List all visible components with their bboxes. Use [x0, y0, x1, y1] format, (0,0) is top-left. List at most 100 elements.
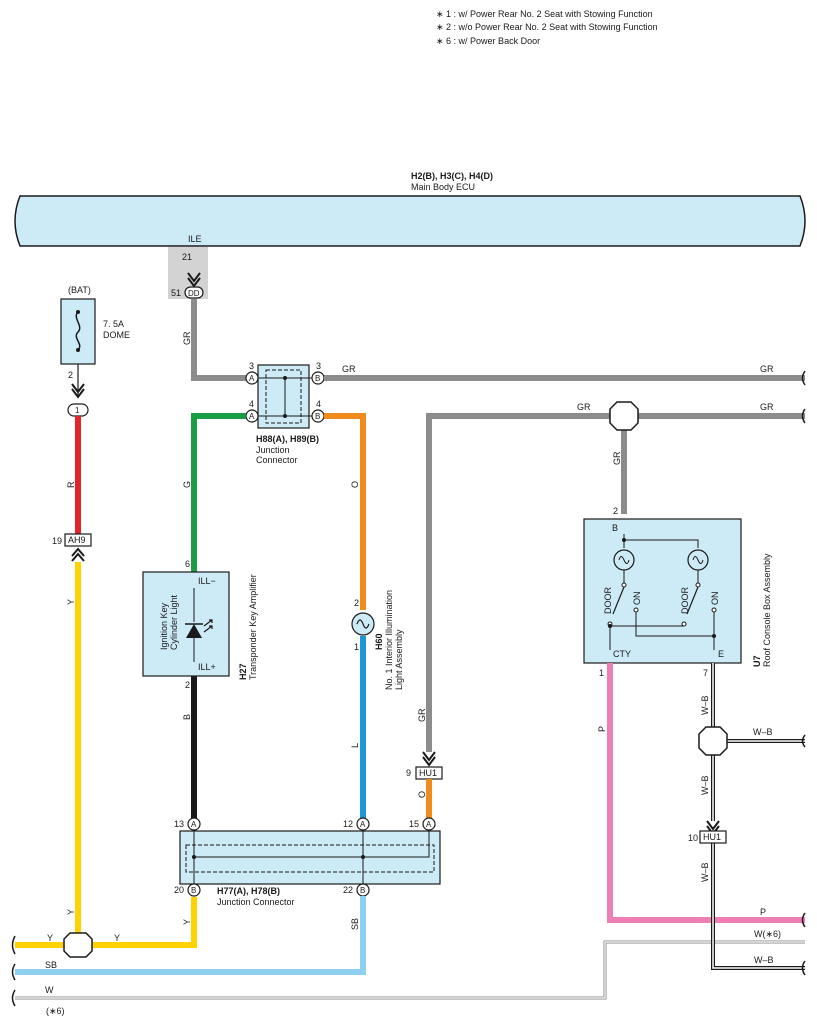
h77-letter-b22: B [360, 886, 365, 895]
h77-letter-a15: A [426, 820, 432, 829]
u7-term-b: B [612, 523, 618, 533]
note-6: ∗ 6 : w/ Power Back Door [436, 36, 540, 46]
note-1: ∗ 1 : w/ Power Rear No. 2 Seat with Stow… [436, 9, 653, 19]
h77-pin-a12 [356, 817, 370, 831]
wire-sb-path [15, 896, 366, 975]
h88-pin-num-b4: 4 [316, 399, 321, 409]
hu1-left-arrow-icon [422, 751, 436, 767]
wire-b-label: B [182, 714, 192, 720]
h88-label-line2: Junction [256, 445, 290, 455]
wire-y-label-left: Y [47, 933, 53, 943]
wire-y: Y Y Y Y Y [15, 562, 197, 958]
ecu-body [14, 195, 806, 247]
h88-inner [265, 369, 302, 424]
h88-junction-connector: A B A B 3 3 4 4 H88(A), H89(B) Junction … [245, 361, 325, 465]
ah9-arrow-icon [71, 547, 85, 562]
wire-r-label: R [66, 481, 76, 488]
wire-o-path [324, 413, 366, 610]
wire-w6-label: W(∗6) [754, 929, 781, 939]
fuse-dome: (BAT) 7. 5A DOME 2 1 [60, 285, 130, 417]
u7-switch-right [686, 586, 699, 615]
wire-p-label-vertical: P [597, 726, 607, 732]
led-icon [186, 624, 202, 638]
wire-o-label: O [350, 481, 360, 488]
ecu-conn-pin-51: 51 [171, 288, 181, 298]
u7-pin-cty: 1 [599, 668, 604, 678]
wire-p: P P [597, 663, 806, 928]
ah9-pin: 19 [52, 536, 62, 546]
h88-letter-b3: B [315, 374, 320, 383]
h77-label-line2: Junction Connector [217, 897, 295, 907]
wire-p-label-right: P [760, 907, 766, 917]
wire-gr-hu1-path [426, 413, 610, 752]
h88-pin-num-a4: 4 [249, 399, 254, 409]
splice-gr [609, 401, 639, 431]
wire-sb-label-vertical: SB [350, 918, 360, 930]
hu1-right-connector: 10 HU1 [688, 820, 727, 844]
h77-pin-a15 [422, 817, 436, 831]
wire-o-hu1-label: O [417, 791, 427, 798]
wire-gr-hu1: GR GR GR GR [417, 401, 806, 752]
u7-roof-console-box: 2 B DOOR ON DOOR ON CTY E 1 7 U7 Roo [583, 506, 772, 678]
h27-code: H27 [238, 663, 248, 680]
wire-b: B [182, 676, 197, 818]
fuse-rating: 7. 5A [103, 319, 124, 329]
h77-pin-a13 [187, 817, 201, 831]
wire-g: G [182, 413, 246, 572]
hu1-right-pin: 10 [688, 833, 698, 843]
h88-pin-num-a3: 3 [249, 361, 254, 371]
wire-sb: SB SB [15, 896, 366, 975]
h27-pin-top: 6 [185, 559, 190, 569]
wire-gr-b3-label-right: GR [760, 364, 774, 374]
wire-g-path [191, 413, 246, 572]
u7-term-e: E [718, 649, 724, 659]
fuse-element-icon [75, 311, 81, 351]
wire-gr-b3: GR GR [324, 364, 806, 386]
h60-code: H60 [374, 633, 384, 650]
fuse-out-pin: 1 [75, 406, 80, 415]
wire-wb-label-lower: W–B [700, 862, 710, 882]
wire-y-label-mid: Y [114, 933, 120, 943]
wire-wb-label-upper: W–B [700, 695, 710, 715]
wire-wb: W–B W–B W–B W–B W–B [698, 663, 806, 976]
u7-switch-left [612, 586, 625, 615]
wire-gr-ecu: GR [182, 299, 246, 381]
h88-label: H88(A), H89(B) [256, 434, 319, 444]
h60-interior-illumination-light: 2 1 H60 No. 1 Interior Illumination Ligh… [351, 590, 404, 690]
h27-transponder-key-amplifier: 6 ILL− ILL+ Ignition Key Cylinder Light … [142, 559, 258, 690]
h27-term-bottom: ILL+ [198, 662, 216, 672]
notes: ∗ 1 : w/ Power Rear No. 2 Seat with Stow… [436, 9, 658, 46]
wire-y-to-h77 [92, 897, 197, 948]
h77-pin-num-15: 15 [409, 819, 419, 829]
ecu-name-label: Main Body ECU [411, 182, 475, 192]
u7-pin-top: 2 [613, 506, 618, 516]
wire-p-path [607, 663, 805, 923]
h77-letter-b20: B [191, 886, 196, 895]
h77-pin-num-20: 20 [174, 885, 184, 895]
wire-wb-label-branch: W–B [753, 727, 773, 737]
u7-switch-left-door: DOOR [603, 586, 613, 614]
h27-inner-line1: Ignition Key [159, 602, 169, 650]
led-light-rays-icon [203, 619, 213, 633]
h77-pin-num-12: 12 [343, 819, 353, 829]
ecu-connector-arrow-icon [187, 272, 201, 288]
left-edge-breaks [11, 935, 16, 1007]
u7-switch-right-on: ON [710, 592, 720, 606]
wire-l-label: L [350, 743, 360, 748]
wire-w-label-left: W [45, 985, 54, 995]
wire-g-label: G [182, 481, 192, 488]
wire-wb-main [711, 663, 806, 976]
h60-pin-top: 2 [354, 598, 359, 608]
wire-gr-splice-label-right: GR [760, 402, 774, 412]
hu1-left-name: HU1 [419, 768, 437, 778]
ecu-connectors-label: H2(B), H3(C), H4(D) [411, 171, 493, 181]
h60-name-line1: No. 1 Interior Illumination [384, 590, 394, 690]
wire-w: W (∗6) W(∗6) [15, 929, 805, 1016]
hu1-right-box [699, 830, 727, 844]
u7-code: U7 [752, 655, 762, 667]
h27-name: Transponder Key Amplifier [248, 574, 258, 680]
wire-y-label-upper: Y [66, 599, 76, 605]
h77-label: H77(A), H78(B) [217, 886, 280, 896]
wire-sb-label-left: SB [45, 960, 57, 970]
